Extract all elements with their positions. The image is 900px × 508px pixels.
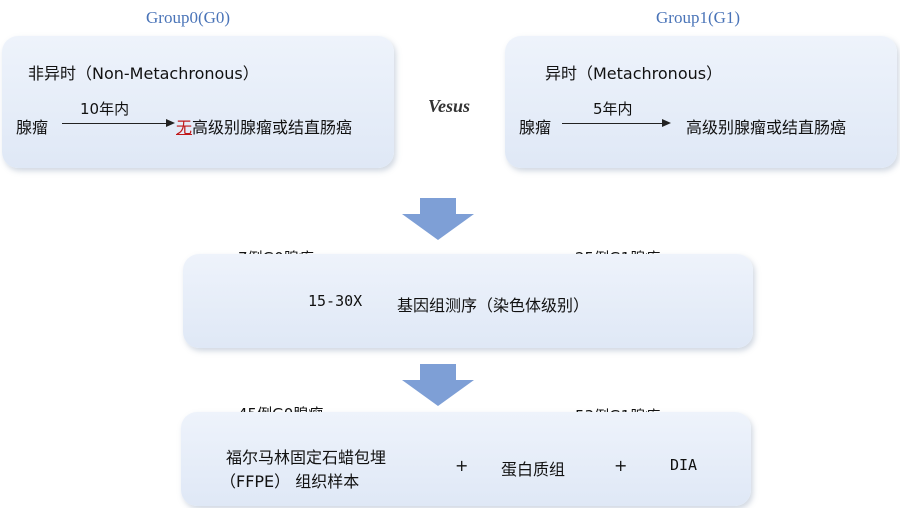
step2-sample-line1: 福尔马林固定石蜡包埋 <box>226 448 387 467</box>
group0-title: Group0(G0) <box>146 8 231 27</box>
group1-box <box>505 36 897 168</box>
group1-arrow-line <box>562 123 664 124</box>
step2-plus-1: + <box>455 456 469 475</box>
group0-arrow-line <box>62 123 168 124</box>
group1-target: 高级别腺瘤或结直肠癌 <box>686 118 847 137</box>
step1-depth: 15-30X <box>308 292 363 310</box>
group0-target-prefix: 无 <box>176 118 193 137</box>
group0-source: 腺瘤 <box>16 118 49 137</box>
group0-label: 非异时（Non-Metachronous） <box>28 64 259 83</box>
group1-source: 腺瘤 <box>519 118 552 137</box>
step2-plus-2: + <box>614 456 628 475</box>
step2-box <box>181 412 751 506</box>
down-arrow-2 <box>402 364 474 406</box>
down-arrow-1 <box>402 198 474 240</box>
group0-arrow-head <box>166 119 175 127</box>
group0-box <box>2 36 394 168</box>
group0-target-text: 高级别腺瘤或结直肠癌 <box>192 118 353 137</box>
group1-label: 异时（Metachronous） <box>545 64 723 83</box>
step1-box <box>183 254 753 348</box>
step1-method: 基因组测序（染色体级别） <box>397 296 590 315</box>
group1-arrow-head <box>662 119 671 127</box>
group1-title: Group1(G1) <box>656 8 741 27</box>
step2-sample-line2: （FFPE） 组织样本 <box>220 472 360 491</box>
versus-label: Vesus <box>428 96 471 116</box>
group1-interval: 5年内 <box>593 100 633 118</box>
step2-dia: DIA <box>670 456 698 474</box>
step2-proteome: 蛋白质组 <box>501 460 566 479</box>
group0-target: 无高级别腺瘤或结直肠癌 <box>176 114 352 138</box>
group0-interval: 10年内 <box>80 100 130 118</box>
